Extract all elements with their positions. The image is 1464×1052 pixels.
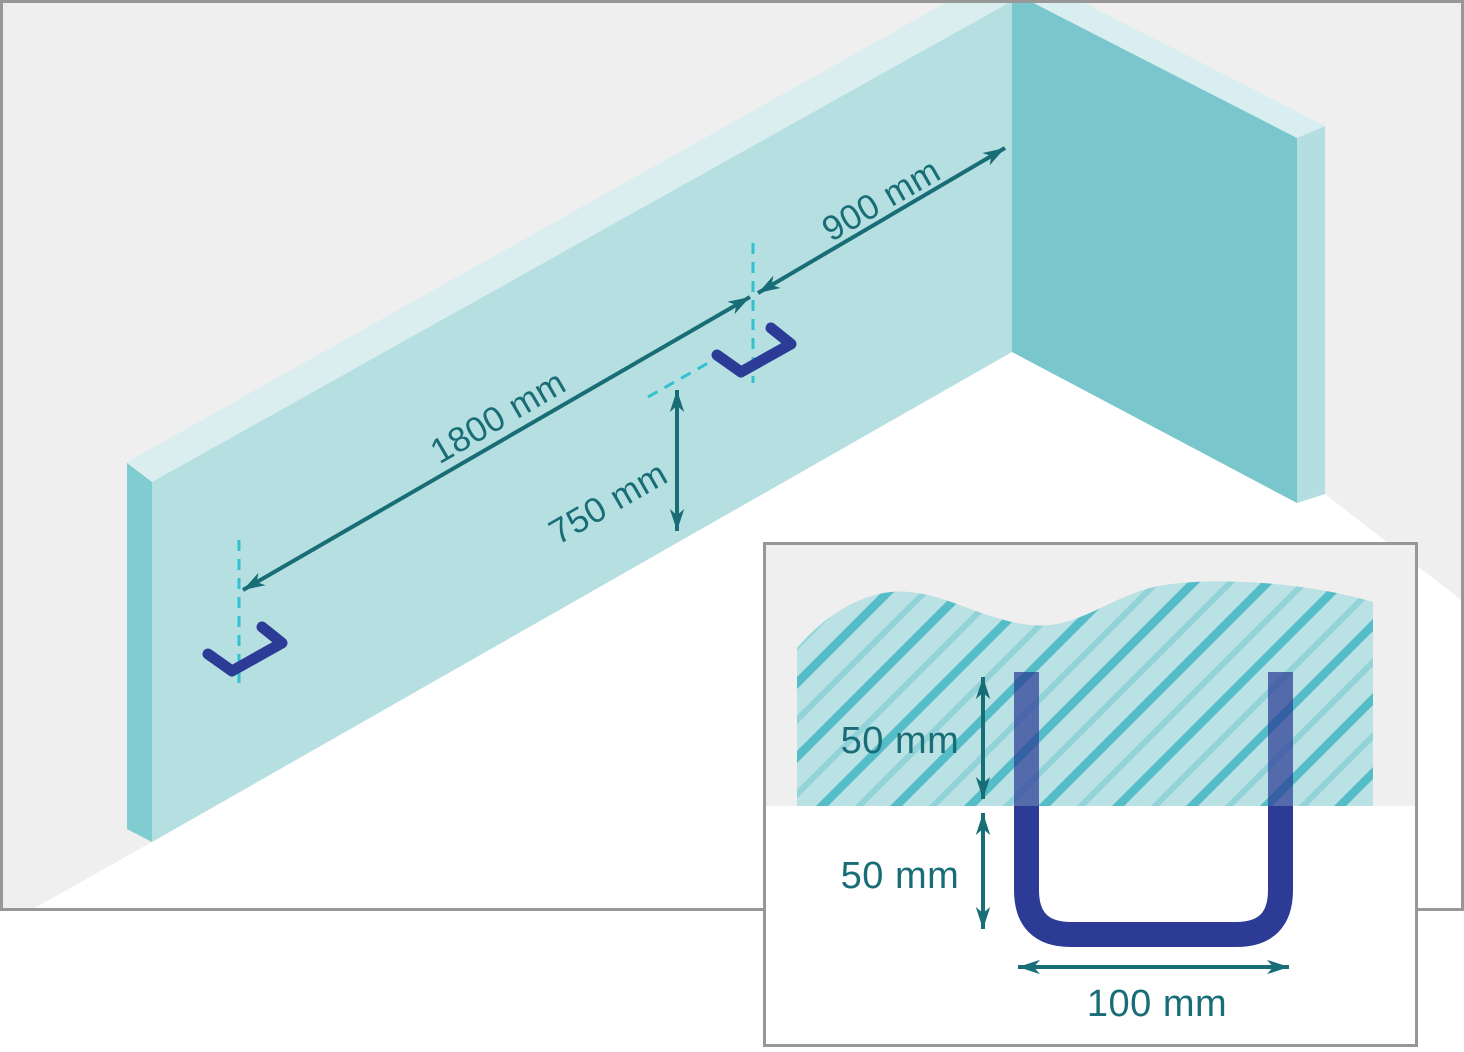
- inset-dimension-label-exposed-50: 50 mm: [841, 855, 960, 897]
- inset-wall-hatching: [797, 581, 1373, 806]
- dimension-line-1800: [241, 295, 752, 592]
- main-frame-border: [0, 0, 1464, 911]
- right-wall-top-bevel: [1033, 3, 1325, 138]
- left-wall-side-face: [127, 463, 152, 842]
- u-hook-lower: [202, 621, 288, 677]
- right-wall-face: [1012, 3, 1297, 503]
- inset-u-bolt-exposed: [1014, 806, 1293, 947]
- main-scene: 1800 mm 900 mm 750 mm: [3, 3, 1461, 909]
- dimension-line-900: [756, 146, 1007, 295]
- inset-dimension-label-width-100: 100 mm: [1087, 983, 1227, 1025]
- detail-inset: 50 mm 50 mm 100 mm: [763, 542, 1418, 1047]
- inset-dimension-label-embedded-50: 50 mm: [841, 720, 960, 762]
- right-wall-side-face: [1297, 126, 1325, 503]
- inset-frame-border: [763, 542, 1418, 1047]
